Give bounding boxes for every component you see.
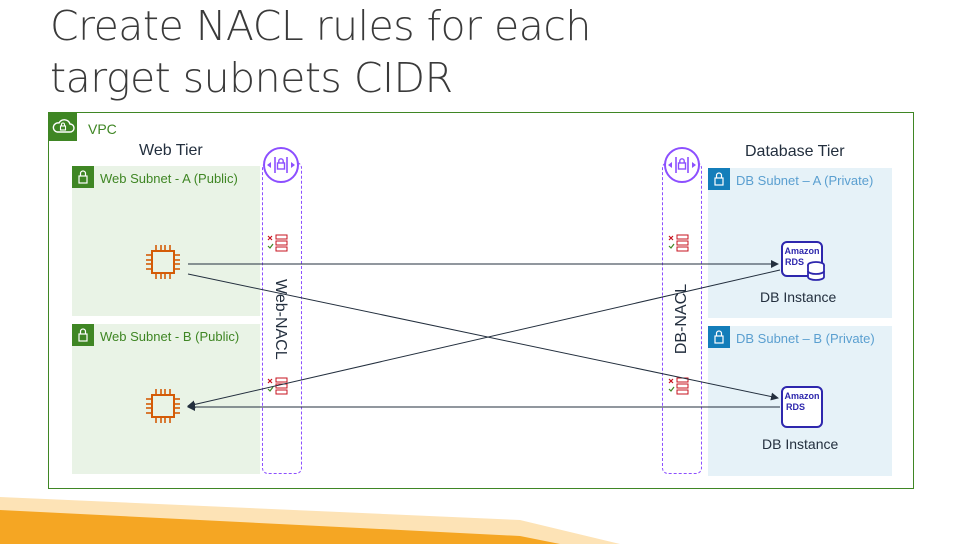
ec2-instance-icon-b [146,389,180,423]
db-nacl-rule-icon-a [668,234,689,252]
vpc-label: VPC [88,121,117,137]
title-line-2: target subnets CIDR [50,54,453,102]
ec2-instance-icon-a [146,245,180,279]
web-nacl-rule-icon-a [267,234,288,252]
rds-icon-a: Amazon RDS [780,240,826,284]
web-subnet-a-label: Web Subnet - A (Public) [100,171,238,186]
rds-icon-text-amazon: Amazon [784,246,819,256]
rds-icon-b: Amazon RDS [780,385,826,429]
db-instance-b-label: DB Instance [762,436,839,452]
rds-icon-text-amazon: Amazon [784,391,819,401]
web-tier-label: Web Tier [139,142,203,159]
subnet-lock-icon [72,166,94,188]
title-line-1: Create NACL rules for each [50,2,591,50]
database-tier-label: Database Tier [745,143,845,160]
vpc-cloud-lock-icon [49,113,77,141]
web-nacl-icon [262,146,300,184]
db-subnet-a-label: DB Subnet – A (Private) [736,173,874,188]
db-nacl-icon [663,146,701,184]
rds-icon-text-rds: RDS [785,257,804,267]
rds-icon-text-rds: RDS [786,402,805,412]
vpc-boundary [48,112,914,489]
subnet-lock-icon [72,324,94,346]
subnet-lock-icon [708,168,730,190]
slide-title: Create NACL rules for each target subnet… [50,0,750,104]
